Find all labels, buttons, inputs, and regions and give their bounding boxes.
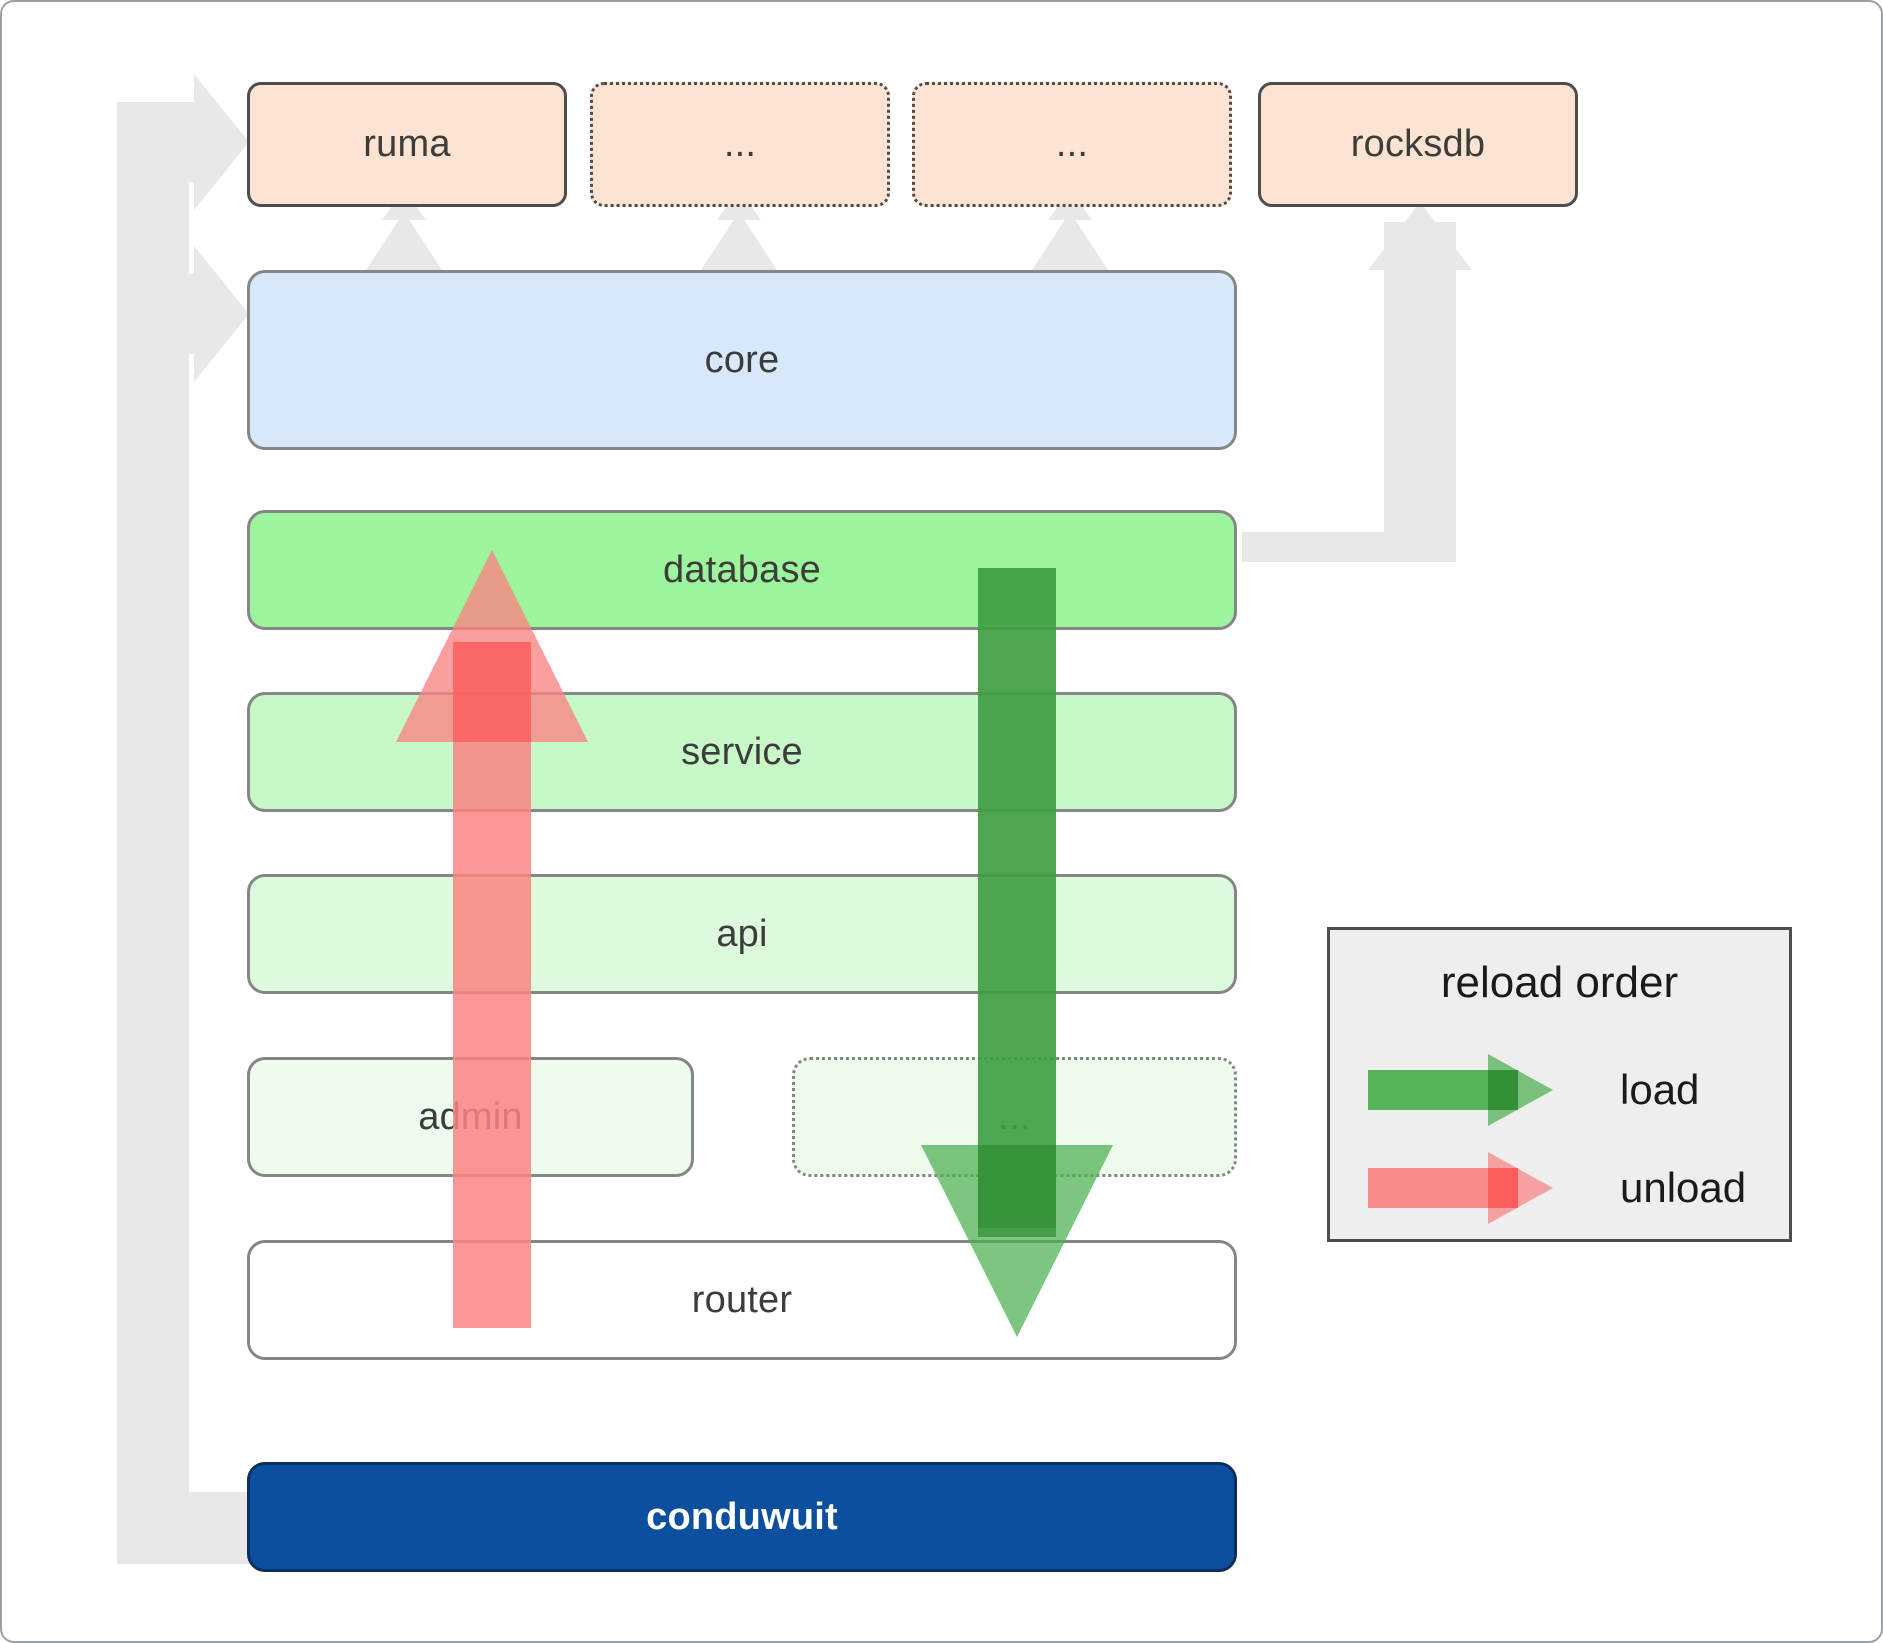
connector-rocksdb-riser [1384,222,1456,562]
node-database-label: database [663,548,821,591]
arrowhead-core-dep1 [701,212,777,270]
legend-unload-arrow-icon [1368,1152,1553,1224]
connector-arrow-core-to-ruma [382,190,426,264]
node-service-label: service [681,730,803,773]
legend-row-load: load [1330,1042,1789,1138]
node-ruma-label: ruma [363,123,451,165]
node-core[interactable]: core [247,270,1237,450]
connector-arrow-head-rocksdb [1368,202,1472,270]
node-dependency-ellipsis-2[interactable]: ... [912,82,1232,207]
node-dependency-ellipsis-2-label: ... [1055,123,1089,165]
node-router-label: router [691,1278,793,1321]
legend-row-unload: unload [1330,1140,1789,1236]
connector-arrow-core-to-dep2 [1048,190,1092,264]
arrowhead-core-ruma [366,212,442,270]
connector-arrow-to-ruma [117,74,249,210]
arrowhead-core-dep2 [1032,212,1108,270]
connector-arrow-core-to-dep1 [717,190,761,264]
node-core-label: core [704,338,780,381]
node-service[interactable]: service [247,692,1237,812]
connector-database-to-rocksdb [1242,532,1414,562]
node-rocksdb-label: rocksdb [1350,123,1486,165]
node-api-label: api [716,912,768,955]
connector-stub-conduwuit [117,1492,252,1564]
node-ruma[interactable]: ruma [247,82,567,207]
node-api[interactable]: api [247,874,1237,994]
node-dependency-ellipsis-1-label: ... [723,123,757,165]
node-admin-label: admin [418,1095,523,1138]
legend-load-arrow-icon [1368,1054,1553,1126]
connector-arrow-to-core [117,246,249,382]
node-admin[interactable]: admin [247,1057,694,1177]
node-dependency-ellipsis-1[interactable]: ... [590,82,890,207]
node-conduwuit[interactable]: conduwuit [247,1462,1237,1572]
legend-load-label: load [1620,1066,1700,1113]
legend-title: reload order [1440,958,1679,1007]
node-router[interactable]: router [247,1240,1237,1360]
legend-unload-label: unload [1620,1164,1747,1211]
node-conduwuit-label: conduwuit [646,1495,838,1538]
node-rocksdb[interactable]: rocksdb [1258,82,1578,207]
node-layer-ellipsis-label: ... [998,1095,1031,1138]
legend-panel: reload order load unload [1327,927,1792,1242]
node-database[interactable]: database [247,510,1237,630]
node-layer-ellipsis[interactable]: ... [792,1057,1237,1177]
connector-trunk-body [117,130,189,1562]
